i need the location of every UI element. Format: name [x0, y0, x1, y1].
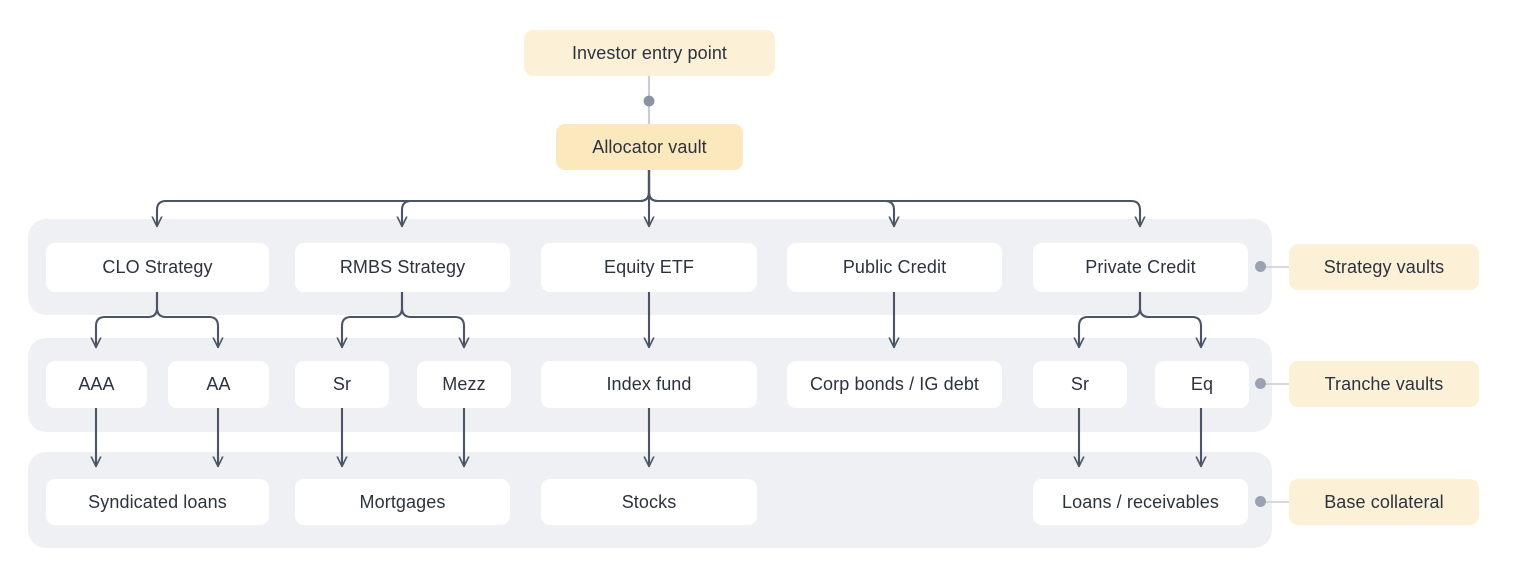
- node-private-credit[interactable]: Private Credit: [1033, 243, 1248, 292]
- edge-midpoint-dot: [643, 95, 655, 107]
- node-allocator-vault[interactable]: Allocator vault: [556, 124, 743, 170]
- legend-dot-collateral: [1255, 496, 1266, 507]
- edge-allocator-to-public-credit: [647, 168, 894, 226]
- node-public-credit[interactable]: Public Credit: [787, 243, 1002, 292]
- node-clo-strategy[interactable]: CLO Strategy: [46, 243, 269, 292]
- node-sr-rmbs[interactable]: Sr: [295, 361, 389, 408]
- node-aaa[interactable]: AAA: [46, 361, 147, 408]
- edge-allocator-to-clo: [157, 168, 651, 226]
- node-syndicated-loans[interactable]: Syndicated loans: [46, 479, 269, 525]
- node-eq[interactable]: Eq: [1155, 361, 1249, 408]
- edge-allocator-to-private-credit: [647, 168, 1140, 226]
- node-mezz[interactable]: Mezz: [417, 361, 511, 408]
- node-rmbs-strategy[interactable]: RMBS Strategy: [295, 243, 510, 292]
- node-sr-private[interactable]: Sr: [1033, 361, 1127, 408]
- node-aa[interactable]: AA: [168, 361, 269, 408]
- edge-allocator-to-rmbs: [402, 168, 651, 226]
- legend-label-base-collateral: Base collateral: [1289, 479, 1479, 525]
- node-mortgages[interactable]: Mortgages: [295, 479, 510, 525]
- node-corp-bonds-ig-debt[interactable]: Corp bonds / IG debt: [787, 361, 1002, 408]
- node-investor-entry-point[interactable]: Investor entry point: [524, 30, 775, 76]
- node-index-fund[interactable]: Index fund: [541, 361, 757, 408]
- node-loans-receivables[interactable]: Loans / receivables: [1033, 479, 1248, 525]
- legend-dot-strategy: [1255, 261, 1266, 272]
- legend-dot-tranche: [1255, 378, 1266, 389]
- legend-label-tranche-vaults: Tranche vaults: [1289, 361, 1479, 407]
- legend-label-strategy-vaults: Strategy vaults: [1289, 244, 1479, 290]
- node-equity-etf[interactable]: Equity ETF: [541, 243, 757, 292]
- node-stocks[interactable]: Stocks: [541, 479, 757, 525]
